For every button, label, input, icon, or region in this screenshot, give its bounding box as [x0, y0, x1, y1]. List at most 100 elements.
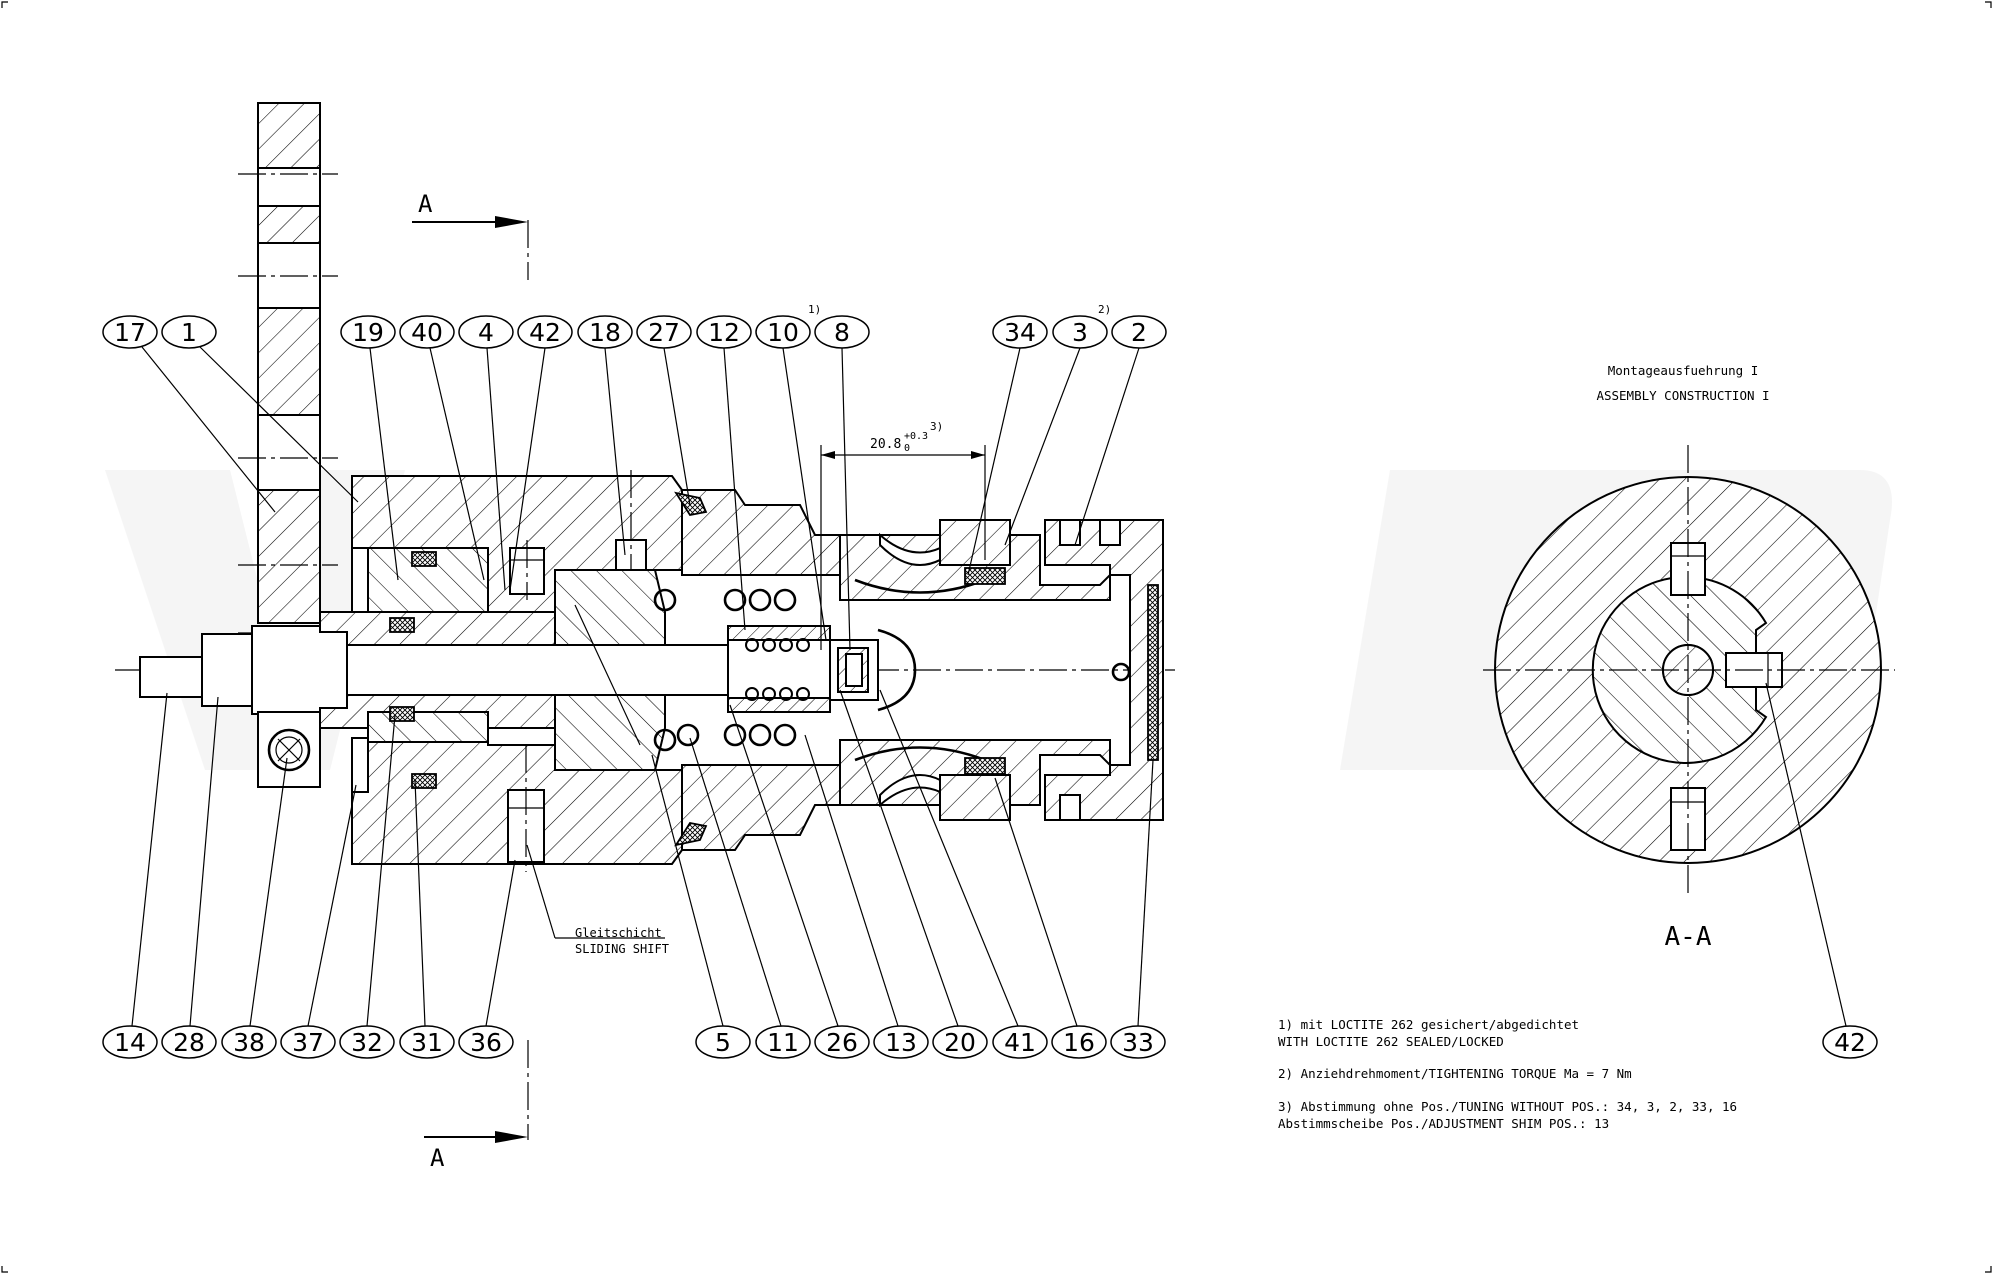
svg-text:10: 10: [767, 318, 799, 347]
seal-40: [411, 551, 437, 567]
callout-bubble: 5: [695, 1025, 751, 1059]
note-1-line-2: WITH LOCTITE 262 SEALED/LOCKED: [1278, 1034, 1504, 1049]
dimension-value: 20.8: [870, 437, 901, 452]
superscript-3: 2): [1098, 303, 1111, 316]
outer-body-upper: [681, 489, 841, 576]
svg-text:42: 42: [529, 318, 561, 347]
callout-bubble: 32: [339, 1025, 395, 1059]
svg-text:3: 3: [1072, 318, 1088, 347]
section-line-bottom: A: [424, 1040, 529, 1172]
bore-hole: [1111, 662, 1131, 682]
shaft: [139, 625, 733, 715]
notes: 1) mit LOCTITE 262 gesichert/abgedichtet…: [1278, 1017, 1737, 1131]
section-line-top: A: [412, 190, 529, 280]
section-view-title: A-A: [1665, 922, 1712, 952]
svg-text:12: 12: [708, 318, 740, 347]
svg-text:16: 16: [1063, 1028, 1095, 1057]
svg-text:33: 33: [1122, 1028, 1154, 1057]
washer-34: [964, 567, 1006, 585]
callout-bubble: 8: [814, 315, 870, 349]
top-callouts: 17 1 19 40 4 42 18 27 12 10 8 34 3 2 1) …: [102, 303, 1167, 349]
dimension-lower: 0: [904, 443, 910, 454]
sliding-label-en: SLIDING SHIFT: [575, 942, 669, 956]
callout-bubble: 41: [992, 1025, 1048, 1059]
piston-5-upper: [554, 569, 666, 646]
pin-top: [509, 540, 545, 600]
svg-text:2: 2: [1131, 318, 1147, 347]
svg-text:37: 37: [292, 1028, 324, 1057]
outer-body-lower: [681, 764, 841, 851]
nut-2: [1044, 519, 1164, 821]
seal-27: [674, 491, 708, 516]
svg-text:36: 36: [470, 1028, 502, 1057]
callout-bubble: 10: [755, 315, 811, 349]
bottom-callouts: 14 28 38 37 32 31 36 5 11 26 13 20 41 16…: [102, 1025, 1166, 1059]
svg-text:42: 42: [1834, 1028, 1866, 1057]
section-view-aa: Montageausfuehrung I ASSEMBLY CONSTRUCTI…: [1483, 363, 1895, 1059]
svg-text:40: 40: [411, 318, 443, 347]
svg-text:32: 32: [351, 1028, 383, 1057]
end-plate-33: [1147, 584, 1159, 761]
superscript-10: 1): [808, 303, 821, 316]
washer-lower: [964, 757, 1006, 775]
seal-upper: [389, 617, 415, 633]
piston-5-lower: [554, 694, 666, 771]
seal-32: [389, 706, 415, 722]
callout-bubble: 4: [458, 315, 514, 349]
main-section-view: A A 20.8 +0.3 0 3) Gleitschicht SLIDING …: [115, 102, 1175, 1172]
callout-bubble: 19: [340, 315, 396, 349]
piston-lower: [367, 711, 489, 743]
svg-text:1: 1: [181, 318, 197, 347]
callout-bubble: 17: [102, 315, 158, 349]
nut-lower: [939, 774, 1011, 821]
spring-11: [653, 588, 797, 752]
note-3-line-2: Abstimmscheibe Pos./ADJUSTMENT SHIM POS.…: [1278, 1116, 1609, 1131]
svg-text:8: 8: [834, 318, 850, 347]
svg-text:19: 19: [352, 318, 384, 347]
callout-bubble: 16: [1051, 1025, 1107, 1059]
callout-bubble: 36: [458, 1025, 514, 1059]
sliding-shift-label: Gleitschicht SLIDING SHIFT: [526, 844, 669, 956]
assembly-title-en: ASSEMBLY CONSTRUCTION I: [1596, 388, 1769, 403]
callout-bubble: 27: [636, 315, 692, 349]
dimension-upper: +0.3: [904, 431, 928, 442]
callout-bubble: 31: [399, 1025, 455, 1059]
callout-bubble: 33: [1110, 1025, 1166, 1059]
lever-plate: [238, 102, 338, 634]
callout-bubble: 38: [221, 1025, 277, 1059]
callout-bubble: 14: [102, 1025, 158, 1059]
svg-text:17: 17: [114, 318, 146, 347]
svg-text:11: 11: [767, 1028, 799, 1057]
callout-bubble: 42: [517, 315, 573, 349]
svg-text:4: 4: [478, 318, 494, 347]
callout-bubble: 12: [696, 315, 752, 349]
section-marker-top: A: [418, 190, 433, 218]
svg-text:28: 28: [173, 1028, 205, 1057]
seal-31: [411, 773, 437, 789]
callout-bubble: 40: [399, 315, 455, 349]
callout-bubble: 13: [873, 1025, 929, 1059]
valve-seat: [829, 628, 917, 712]
top-leaders: [141, 346, 1140, 651]
sliding-label-de: Gleitschicht: [575, 926, 662, 940]
svg-text:13: 13: [885, 1028, 917, 1057]
hub-upper: [319, 611, 556, 646]
svg-text:34: 34: [1004, 318, 1036, 347]
note-3-line-1: 3) Abstimmung ohne Pos./TUNING WITHOUT P…: [1278, 1099, 1737, 1114]
seal-lower: [674, 822, 708, 847]
callout-bubble: 3: [1052, 315, 1108, 349]
callout-bubble: 1: [161, 315, 217, 349]
callout-bubble: 2: [1111, 315, 1167, 349]
note-2-line-1: 2) Anziehdrehmoment/TIGHTENING TORQUE Ma…: [1278, 1066, 1632, 1081]
callout-bubble: 37: [280, 1025, 336, 1059]
callout-bubble: 34: [992, 315, 1048, 349]
svg-text:38: 38: [233, 1028, 265, 1057]
callout-bubble: 20: [932, 1025, 988, 1059]
callout-bubble: 42: [1822, 1025, 1878, 1059]
svg-text:14: 14: [114, 1028, 146, 1057]
callout-bubble: 26: [814, 1025, 870, 1059]
svg-text:41: 41: [1004, 1028, 1036, 1057]
svg-text:27: 27: [648, 318, 680, 347]
